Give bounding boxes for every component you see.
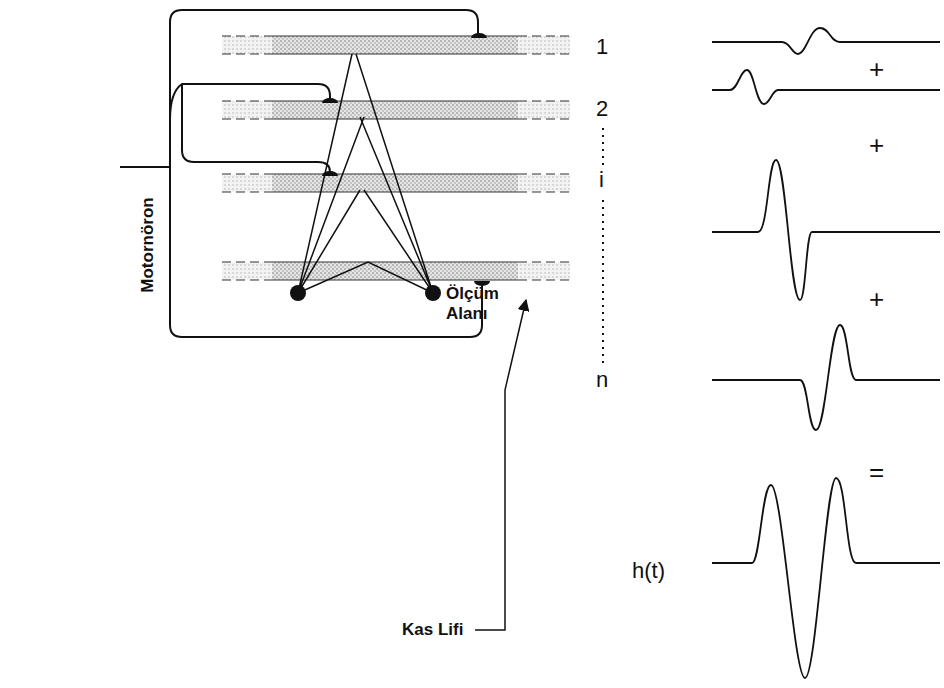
part-label: Kas Lifi xyxy=(402,620,463,640)
electrode-leads xyxy=(298,54,433,293)
muscle-fibers xyxy=(222,36,570,280)
equals-sign: = xyxy=(869,457,884,488)
fiber-number: 2 xyxy=(596,96,608,122)
ellipsis-dots xyxy=(602,128,604,365)
end-plates xyxy=(322,33,490,286)
pointer xyxy=(475,300,526,630)
fiber-number: n xyxy=(596,367,608,393)
fiber-number: 1 xyxy=(596,34,608,60)
fiber-core xyxy=(272,36,518,54)
fiber-core xyxy=(272,101,518,119)
axis-label: Motornöron xyxy=(138,197,158,292)
plus-sign: + xyxy=(869,284,884,315)
plus-sign: + xyxy=(869,54,884,85)
waveforms xyxy=(712,28,940,678)
electrodes xyxy=(290,285,441,301)
area-label: Ölçüm Alanı xyxy=(446,284,516,324)
fiber-band xyxy=(222,101,570,119)
fiber-band xyxy=(222,36,570,54)
plus-sign: + xyxy=(869,130,884,161)
fiber-band xyxy=(222,262,570,280)
fiber-number: i xyxy=(599,167,604,193)
motor-neuron-branches xyxy=(120,10,482,337)
signal-name: h(t) xyxy=(632,558,665,584)
